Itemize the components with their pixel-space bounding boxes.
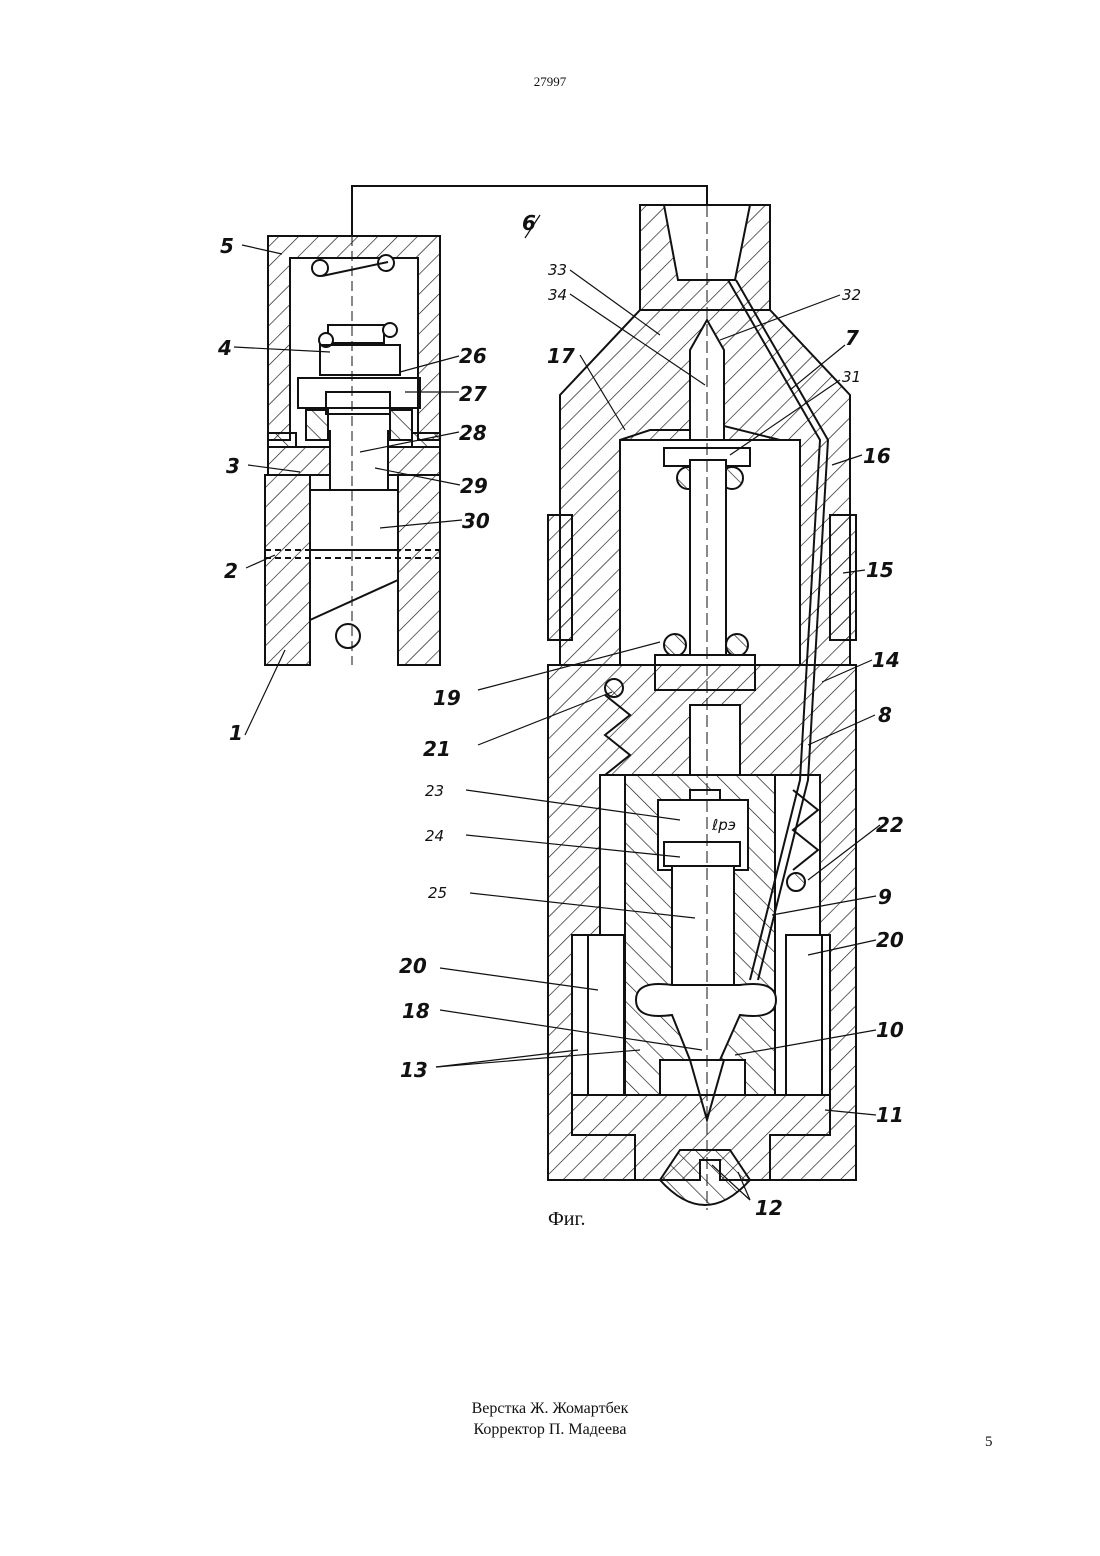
label-18: 18 — [402, 999, 430, 1023]
label-24: 24 — [425, 827, 444, 845]
label-34: 34 — [548, 286, 567, 304]
label-31: 31 — [842, 368, 861, 386]
label-30: 30 — [462, 509, 490, 533]
corrector-credit: Корректор П. Мадеева — [0, 1419, 1100, 1440]
label-5: 5 — [220, 234, 234, 258]
left-body-1 — [265, 475, 310, 665]
footer-credits: Верстка Ж. Жомартбек Корректор П. Мадеев… — [0, 1398, 1100, 1440]
label-12: 12 — [755, 1196, 783, 1220]
label-22: 22 — [876, 813, 904, 837]
page-number: 5 — [985, 1434, 993, 1451]
label-25: 25 — [428, 884, 447, 902]
label-7: 7 — [845, 326, 859, 350]
label-23: 23 — [425, 782, 444, 800]
technical-drawing: 5 4 3 2 1 6 26 27 28 29 30 33 34 32 7 31… — [200, 170, 920, 1230]
label-3: 3 — [226, 454, 240, 478]
label-19: 19 — [433, 686, 461, 710]
label-28: 28 — [459, 421, 487, 445]
document-number: 27997 — [0, 74, 1100, 90]
label-10: 10 — [876, 1018, 904, 1042]
label-lpe: ℓрэ — [711, 816, 736, 834]
figure-caption: Фиг. — [548, 1208, 585, 1231]
label-26: 26 — [459, 344, 487, 368]
label-15: 15 — [866, 558, 894, 582]
label-8: 8 — [878, 703, 892, 727]
label-27: 27 — [459, 382, 487, 406]
label-13: 13 — [400, 1058, 428, 1082]
label-20-left: 20 — [399, 954, 427, 978]
label-4: 4 — [217, 336, 232, 360]
label-16: 16 — [863, 444, 891, 468]
label-9: 9 — [878, 885, 892, 909]
label-32: 32 — [842, 286, 861, 304]
bottom-tip-12 — [660, 1150, 750, 1205]
layout-credit: Верстка Ж. Жомартбек — [0, 1398, 1100, 1419]
drawing-svg: 5 4 3 2 1 6 26 27 28 29 30 33 34 32 7 31… — [200, 170, 920, 1230]
label-21: 21 — [423, 737, 451, 761]
label-33: 33 — [548, 261, 567, 279]
label-20-right: 20 — [876, 928, 904, 952]
label-29: 29 — [460, 474, 488, 498]
label-1: 1 — [229, 721, 243, 745]
label-17: 17 — [547, 344, 575, 368]
label-2: 2 — [224, 559, 238, 583]
label-6: 6 — [522, 211, 536, 235]
label-14: 14 — [872, 648, 900, 672]
label-11: 11 — [876, 1103, 904, 1127]
